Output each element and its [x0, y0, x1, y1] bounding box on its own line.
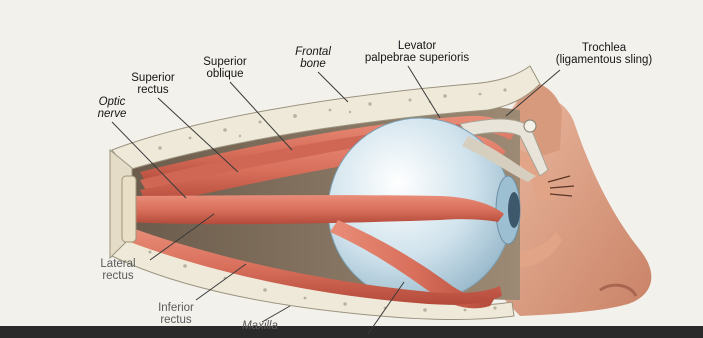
- label-optic-nerve-l1: Optic: [86, 96, 138, 108]
- label-levator-l2: palpebrae superioris: [356, 52, 478, 64]
- label-inferior-rectus-l2: rectus: [148, 314, 204, 326]
- label-frontal-bone: Frontal bone: [284, 46, 342, 70]
- label-superior-oblique: Superior oblique: [194, 56, 256, 80]
- label-inferior-rectus: Inferior rectus: [148, 302, 204, 326]
- label-frontal-bone-l2: bone: [284, 58, 342, 70]
- label-maxilla: Maxilla: [232, 320, 288, 332]
- bottom-dark-strip: [0, 326, 703, 338]
- label-trochlea: Trochlea (ligamentous sling): [542, 42, 666, 66]
- label-inferior-rectus-l1: Inferior: [148, 302, 204, 314]
- label-levator-l1: Levator: [356, 40, 478, 52]
- label-levator: Levator palpebrae superioris: [356, 40, 478, 64]
- label-superior-rectus-l1: Superior: [122, 72, 184, 84]
- label-superior-oblique-l2: oblique: [194, 68, 256, 80]
- label-superior-rectus: Superior rectus: [122, 72, 184, 96]
- iris: [508, 192, 520, 228]
- label-trochlea-l1: Trochlea: [542, 42, 666, 54]
- label-superior-oblique-l1: Superior: [194, 56, 256, 68]
- tendinous-ring: [122, 176, 136, 242]
- label-superior-rectus-l2: rectus: [122, 84, 184, 96]
- label-frontal-bone-l1: Frontal: [284, 46, 342, 58]
- label-trochlea-l2: (ligamentous sling): [542, 54, 666, 66]
- label-optic-nerve-l2: nerve: [86, 108, 138, 120]
- trochlea-sling: [524, 120, 536, 132]
- label-lateral-rectus-l2: rectus: [90, 270, 146, 282]
- label-maxilla-l1: Maxilla: [232, 320, 288, 332]
- label-optic-nerve: Optic nerve: [86, 96, 138, 120]
- label-lateral-rectus: Lateral rectus: [90, 258, 146, 282]
- label-lateral-rectus-l1: Lateral: [90, 258, 146, 270]
